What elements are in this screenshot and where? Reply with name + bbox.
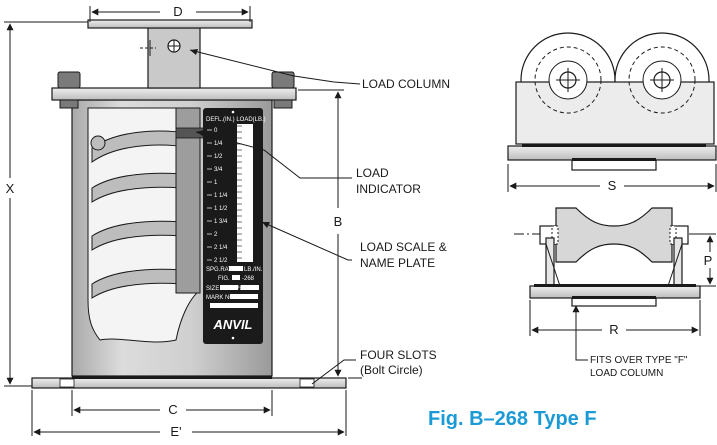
- plate-deflection-label: 0: [214, 128, 218, 134]
- callout-load-scale-1: LOAD SCALE &: [360, 240, 447, 254]
- plate-header: DEFL.(IN.) LOAD(LB.): [206, 117, 266, 123]
- side-view-top: [507, 32, 717, 171]
- roller-bottom-pad: [571, 159, 657, 171]
- spring-hanger-front-view: [31, 19, 347, 389]
- dim-b: B: [334, 214, 343, 229]
- front-view-roller: [514, 207, 716, 307]
- plate-fig-number: -268: [242, 276, 255, 282]
- callout-fits-over-1: FITS OVER TYPE "F": [590, 355, 688, 366]
- dim-d: D: [173, 4, 182, 19]
- dim-e-prime: E': [170, 424, 181, 439]
- dimension-p-r: [529, 233, 716, 361]
- plate-deflection-label: 1 1/2: [214, 206, 228, 212]
- callout-load-column: LOAD COLUMN: [362, 77, 450, 91]
- roller-stand-pad: [571, 297, 657, 307]
- callout-load-indicator-1: LOAD: [356, 166, 389, 180]
- plate-deflection-label: 2 1/4: [214, 245, 228, 251]
- dimension-labels: D X B C E': [6, 4, 343, 439]
- base-plate: [31, 377, 347, 389]
- dimension-s: [507, 164, 717, 192]
- name-plate: [203, 108, 263, 344]
- dim-x: X: [6, 181, 15, 196]
- callout-four-slots-1: FOUR SLOTS: [360, 348, 437, 362]
- dim-s: S: [608, 178, 617, 193]
- callout-arrows: [190, 49, 270, 228]
- plate-deflection-label: 3/4: [214, 167, 223, 173]
- hourglass-roller: [555, 207, 673, 263]
- plate-brand: ANVIL: [213, 317, 253, 332]
- plate-deflection-label: 2: [214, 232, 218, 238]
- inner-column: [175, 107, 201, 294]
- plate-deflection-label: 1 1/4: [214, 193, 228, 199]
- load-column-top-plate: [87, 19, 253, 29]
- plate-size: SIZE: [206, 286, 219, 292]
- plate-deflection-label: 1/4: [214, 141, 223, 147]
- plate-deflection-label: 1: [214, 180, 218, 186]
- plate-deflection-label: 2 1/2: [214, 258, 228, 264]
- figure-title: Fig. B–268 Type F: [428, 408, 597, 430]
- callout-labels: LOAD COLUMN LOAD INDICATOR LOAD SCALE & …: [356, 77, 450, 377]
- plate-spring-rate-unit: LB./IN.: [244, 267, 263, 273]
- callout-four-slots-2: (Bolt Circle): [360, 363, 423, 377]
- callout-leaders: [189, 49, 361, 385]
- base-slot-right: [299, 378, 315, 388]
- roller-housing: [515, 81, 715, 145]
- top-plate-bolts: [57, 71, 295, 109]
- top-plate: [51, 87, 297, 101]
- callout-load-scale-2: NAME PLATE: [360, 256, 435, 270]
- load-column: [147, 27, 201, 89]
- base-slot-left: [59, 378, 75, 388]
- plate-fig: FIG.: [218, 276, 230, 282]
- callout-load-indicator-2: INDICATOR: [356, 182, 421, 196]
- dimension-lines: [4, 6, 362, 436]
- plate-type: TYPE: [228, 286, 244, 292]
- plate-deflection-label: 1 3/4: [214, 219, 228, 225]
- callout-fits-over-2: LOAD COLUMN: [590, 368, 663, 379]
- name-plate-text: DEFL.(IN.) LOAD(LB.) 0 1/4 1/2 3/4 1 1 1/4 1 1…: [206, 117, 266, 332]
- plate-mark-no: MARK NO.: [206, 295, 236, 301]
- dim-r: R: [609, 322, 618, 337]
- dim-c: C: [168, 402, 177, 417]
- roller-base-plate: [507, 145, 717, 161]
- plate-spring-rate: SPG.RATE: [206, 267, 236, 273]
- dim-p: P: [704, 253, 713, 268]
- plate-deflection-label: 1/2: [214, 154, 223, 160]
